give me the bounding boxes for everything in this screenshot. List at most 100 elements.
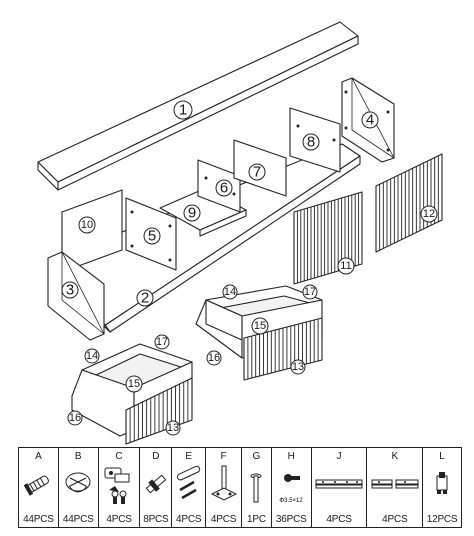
hardware-letter: F [220, 451, 227, 462]
callout-circle [248, 163, 266, 181]
callout-part-13: 13 [165, 420, 181, 436]
hardware-letter: D [152, 451, 160, 462]
hardware-cell-k: K 4PCS [367, 448, 424, 527]
callout-label: 14 [224, 286, 236, 298]
callout-circle [61, 281, 79, 299]
hardware-quantity: 36PCS [275, 514, 307, 525]
hardware-letter: H [287, 451, 295, 462]
callout-label: 12 [423, 208, 435, 220]
hardware-letter: K [391, 451, 399, 462]
pin-icon [242, 464, 271, 510]
callout-label: 5 [148, 228, 156, 245]
screw-size-label: Φ3.5×12 [280, 498, 304, 504]
hardware-letter: L [439, 451, 445, 462]
callout-part-14: 14 [222, 284, 238, 300]
hardware-cell-d: D 8PCS [140, 448, 173, 527]
callout-part-4: 4 [361, 111, 379, 129]
callout-circle [84, 348, 100, 364]
callout-label: 7 [253, 164, 261, 181]
dowel-icon [172, 464, 205, 510]
callout-circle [136, 289, 154, 307]
callout-label: 3 [66, 282, 74, 299]
callout-part-17: 17 [302, 284, 318, 300]
hardware-letter: G [252, 451, 261, 462]
hardware-quantity: 4PCS [106, 514, 132, 525]
callout-part-1: 1 [173, 100, 193, 120]
hole-mark [168, 224, 172, 228]
callout-label: 8 [307, 134, 315, 151]
callout-circle [78, 216, 96, 234]
hardware-cell-e: E 4PCS [172, 448, 207, 527]
hole-mark [296, 124, 300, 128]
hardware-table: A 44PCS B 44PCS C 4PCS D 8PCS E 4PCS F [18, 447, 462, 528]
hardware-letter: A [35, 451, 42, 462]
callout-label: 17 [156, 336, 168, 348]
callout-part-6: 6 [215, 179, 233, 197]
callout-circle [337, 257, 355, 275]
callout-part-14: 14 [84, 348, 100, 364]
callout-circle [154, 334, 170, 350]
callout-circle [302, 284, 318, 300]
callout-part-15: 15 [251, 317, 269, 335]
callout-circle [420, 205, 438, 223]
hole-mark [344, 90, 348, 94]
hole-mark [130, 244, 134, 248]
hole-mark [168, 258, 172, 262]
callout-circle [206, 350, 222, 366]
hole-mark [344, 126, 348, 130]
callout-circle [361, 111, 379, 129]
hardware-quantity: 4PCS [382, 514, 408, 525]
callout-circle [302, 133, 320, 151]
callout-part-16: 16 [206, 350, 222, 366]
callout-part-8: 8 [302, 133, 320, 151]
callout-label: 15 [254, 320, 266, 332]
part-13-drawer-front [125, 377, 193, 445]
cam-lock-icon [59, 464, 98, 510]
hardware-letter: J [336, 451, 342, 462]
leg-icon [206, 464, 241, 510]
callout-part-10: 10 [78, 216, 96, 234]
callout-label: 14 [86, 350, 98, 362]
drawer-slide-icon [367, 464, 422, 510]
callout-circle [125, 375, 143, 393]
callout-circle [215, 179, 233, 197]
callout-label: 11 [340, 260, 351, 272]
callout-label: 10 [81, 219, 93, 231]
hardware-quantity: 12PCS [426, 514, 458, 525]
callout-circle [183, 204, 201, 222]
part-12-fluted-door [375, 153, 443, 253]
callout-label: 9 [188, 205, 196, 222]
hole-mark [204, 176, 208, 180]
hole-mark [386, 148, 390, 152]
callout-label: 4 [366, 112, 374, 129]
hardware-letter: E [185, 451, 193, 462]
callout-label: 13 [167, 422, 179, 434]
callout-circle [173, 100, 193, 120]
hardware-cell-a: A 44PCS [19, 448, 59, 527]
callout-part-13: 13 [290, 359, 306, 375]
callout-label: 16 [208, 352, 220, 364]
callout-part-11: 11 [337, 257, 355, 275]
hardware-quantity: 8PCS [143, 514, 169, 525]
hardware-letter: B [74, 451, 82, 462]
hardware-quantity: 44PCS [23, 514, 54, 525]
hardware-quantity: 4PCS [176, 514, 202, 525]
hardware-cell-b: B 44PCS [59, 448, 99, 527]
callout-label: 15 [128, 378, 140, 390]
hole-mark [130, 210, 134, 214]
callout-circle [290, 359, 306, 375]
callout-circle [165, 420, 181, 436]
hardware-cell-l: L 12PCS [423, 448, 461, 527]
callout-circle [67, 410, 83, 426]
callout-part-17: 17 [154, 334, 170, 350]
hardware-cell-c: C 4PCS [99, 448, 141, 527]
callout-part-16: 16 [67, 410, 83, 426]
bracket-screw-icon [140, 464, 171, 510]
hole-mark [386, 110, 390, 114]
hardware-quantity: 44PCS [62, 514, 94, 525]
callout-part-9: 9 [183, 204, 201, 222]
cam-bolt-icon [19, 464, 58, 510]
callout-part-7: 7 [248, 163, 266, 181]
